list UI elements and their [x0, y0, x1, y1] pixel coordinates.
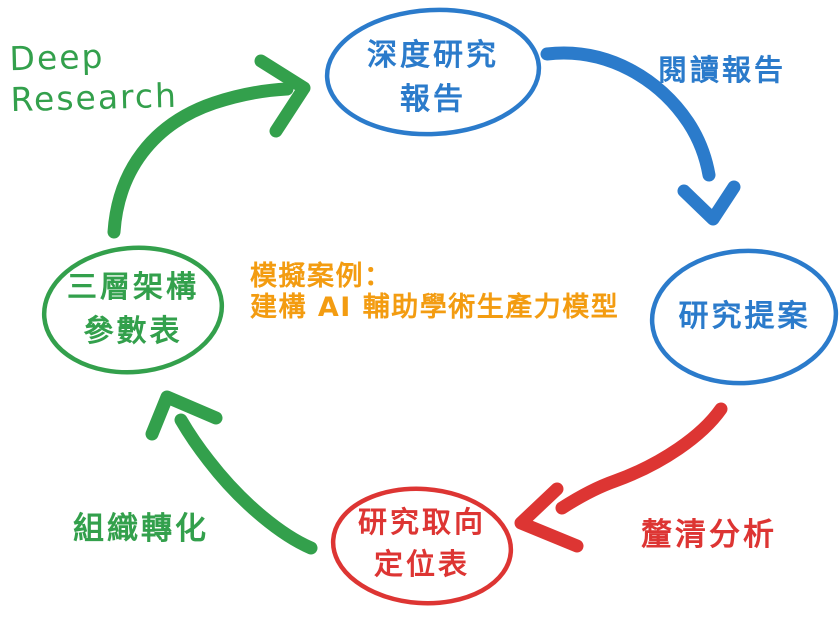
- node-label-line: 三層架構: [67, 270, 199, 305]
- caption-line: 模擬案例：: [250, 261, 393, 292]
- annotation-organize-transform: 組織轉化: [73, 511, 209, 547]
- node-ellipse-orientation-table: [330, 486, 514, 606]
- node-label-line: 報告: [400, 82, 466, 117]
- arrow-organize-transform-icon: [145, 390, 318, 555]
- node-label-line: 研究提案: [678, 299, 811, 334]
- arrow-deep-research-icon: [107, 54, 311, 239]
- node-label-parameter-table: 三層架構 參數表: [40, 266, 226, 354]
- node-label-research-proposal: 研究提案: [652, 295, 837, 339]
- arrow-clarify-analysis-icon: [514, 402, 728, 553]
- annotation-line: Deep: [8, 36, 105, 79]
- node-ellipse-parameter-table: [41, 245, 225, 375]
- node-label-line: 參數表: [83, 314, 183, 349]
- annotation-read-report: 閱讀報告: [658, 53, 787, 87]
- caption-line: 建構 AI 輔助學術生產力模型: [250, 292, 620, 323]
- node-label-orientation-table: 研究取向 定位表: [334, 501, 510, 585]
- center-caption: 模擬案例： 建構 AI 輔助學術生產力模型: [250, 261, 619, 323]
- annotation-clarify-analysis: 釐清分析: [641, 517, 777, 553]
- node-label-line: 研究取向: [357, 505, 486, 539]
- node-ellipse-deep-research-report: [324, 7, 542, 137]
- node-label-line: 深度研究: [367, 38, 499, 73]
- node-label-line: 定位表: [373, 547, 470, 581]
- node-label-deep-research-report: 深度研究 報告: [328, 34, 538, 122]
- annotation-line: Research: [10, 75, 179, 120]
- node-ellipse-research-proposal: [649, 248, 839, 386]
- annotation-deep-research: Deep Research: [9, 34, 178, 120]
- arrow-read-report-icon: [540, 46, 741, 226]
